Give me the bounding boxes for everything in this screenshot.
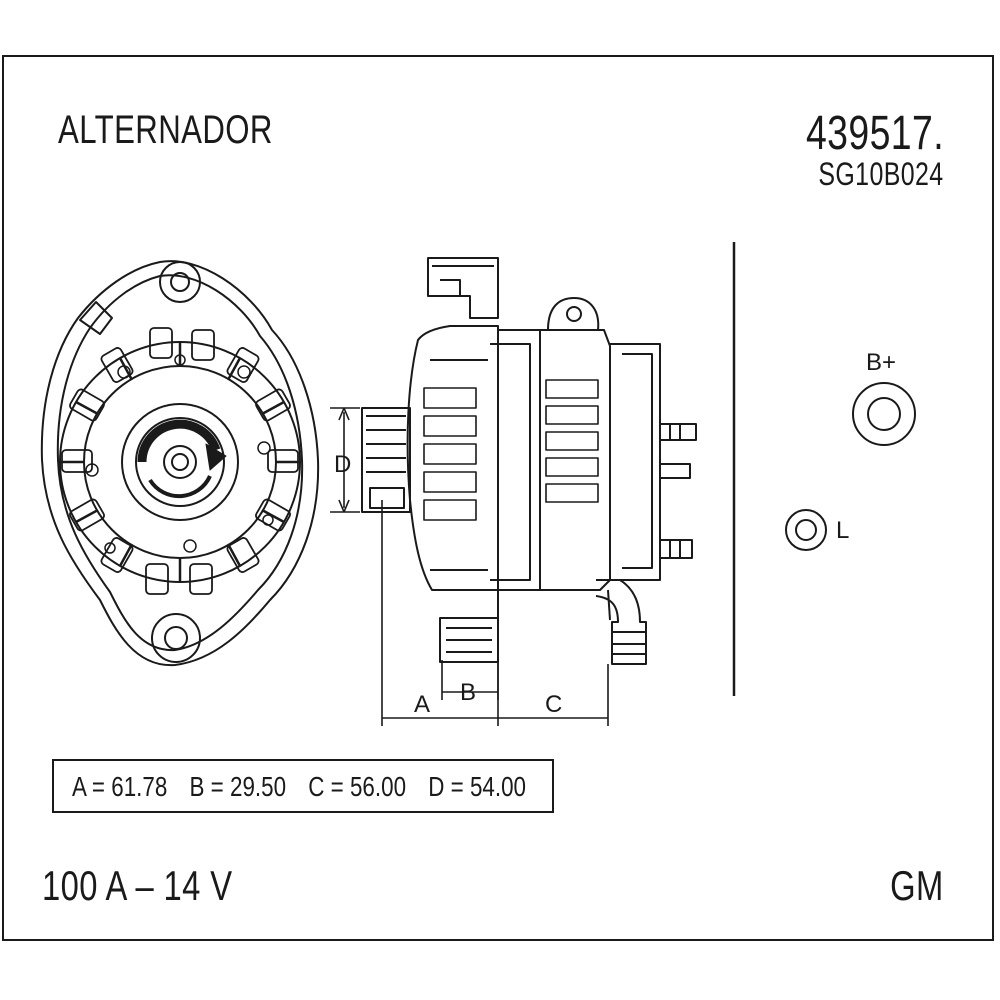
alternator-front-view	[40, 260, 320, 667]
dimension-d-marker: D	[334, 451, 351, 478]
terminal-l	[785, 509, 827, 551]
dimension-a-marker: A	[414, 691, 430, 718]
electrical-rating: 100 A – 14 V	[42, 862, 233, 909]
dimension-lines	[330, 407, 609, 726]
dimensions-list: A = 61.78 B = 29.50 C = 56.00 D = 54.00	[72, 771, 542, 803]
reference-code: SG10B024	[818, 156, 944, 192]
brand-label: GM	[890, 862, 944, 909]
dimension-a-value: A = 61.78	[72, 771, 168, 802]
dimension-b-value: B = 29.50	[189, 771, 287, 802]
product-title: ALTERNADOR	[58, 108, 273, 152]
terminal-l-label: L	[836, 517, 849, 544]
dimension-b-marker: B	[460, 679, 476, 706]
part-number: 439517.	[805, 107, 944, 160]
terminal-b-plus	[852, 382, 916, 446]
dimensions-box: A = 61.78 B = 29.50 C = 56.00 D = 54.00	[52, 759, 554, 813]
dimension-c-marker: C	[545, 691, 562, 718]
dimension-d-value: D = 54.00	[428, 771, 527, 802]
dimension-c-value: C = 56.00	[308, 771, 407, 802]
alternator-side-view	[361, 257, 697, 665]
terminal-b-plus-label: B+	[866, 349, 896, 376]
